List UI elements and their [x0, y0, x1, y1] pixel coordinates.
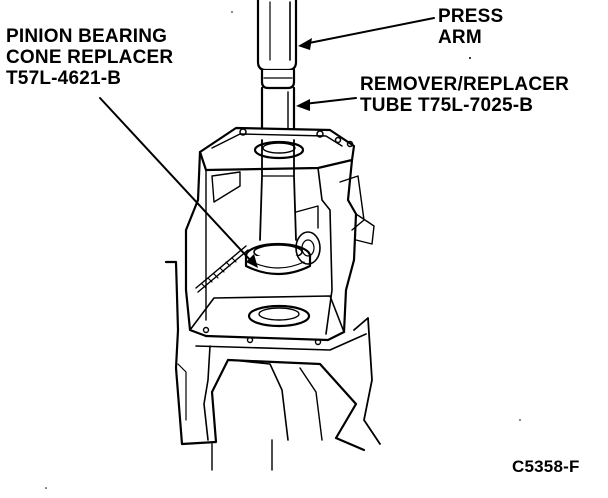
- pinion-bearing-label-line-2: CONE REPLACER: [6, 47, 174, 68]
- remover-tube-label: REMOVER/REPLACER TUBE T75L-7025-B: [360, 74, 569, 116]
- press-arm-label-line-2: ARM: [438, 27, 482, 48]
- leader-pinion-bearing: [99, 97, 253, 263]
- pinion-bearing-label-line-3: T57L-4621-B: [6, 68, 122, 89]
- remover-tube-label-line-1: REMOVER/REPLACER: [360, 74, 570, 95]
- leader-press-arm: [303, 17, 435, 45]
- figure-id: C5358-F: [512, 457, 580, 476]
- leader-lines: [99, 17, 435, 268]
- remover-tube-label-line-2: TUBE T75L-7025-B: [360, 95, 534, 116]
- press-base: [164, 260, 381, 471]
- pinion-bearing-label: PINION BEARING CONE REPLACER T57L-4621-B: [6, 26, 173, 89]
- leader-remover-tube: [303, 97, 357, 105]
- press-arm-label: PRESS ARM: [438, 6, 503, 48]
- carrier-housing: [184, 126, 375, 351]
- press-arm: [256, 0, 298, 72]
- scan-specks: [45, 11, 521, 489]
- pinion-bearing-label-line-1: PINION BEARING: [6, 26, 168, 47]
- press-arm-label-line-1: PRESS: [438, 6, 504, 27]
